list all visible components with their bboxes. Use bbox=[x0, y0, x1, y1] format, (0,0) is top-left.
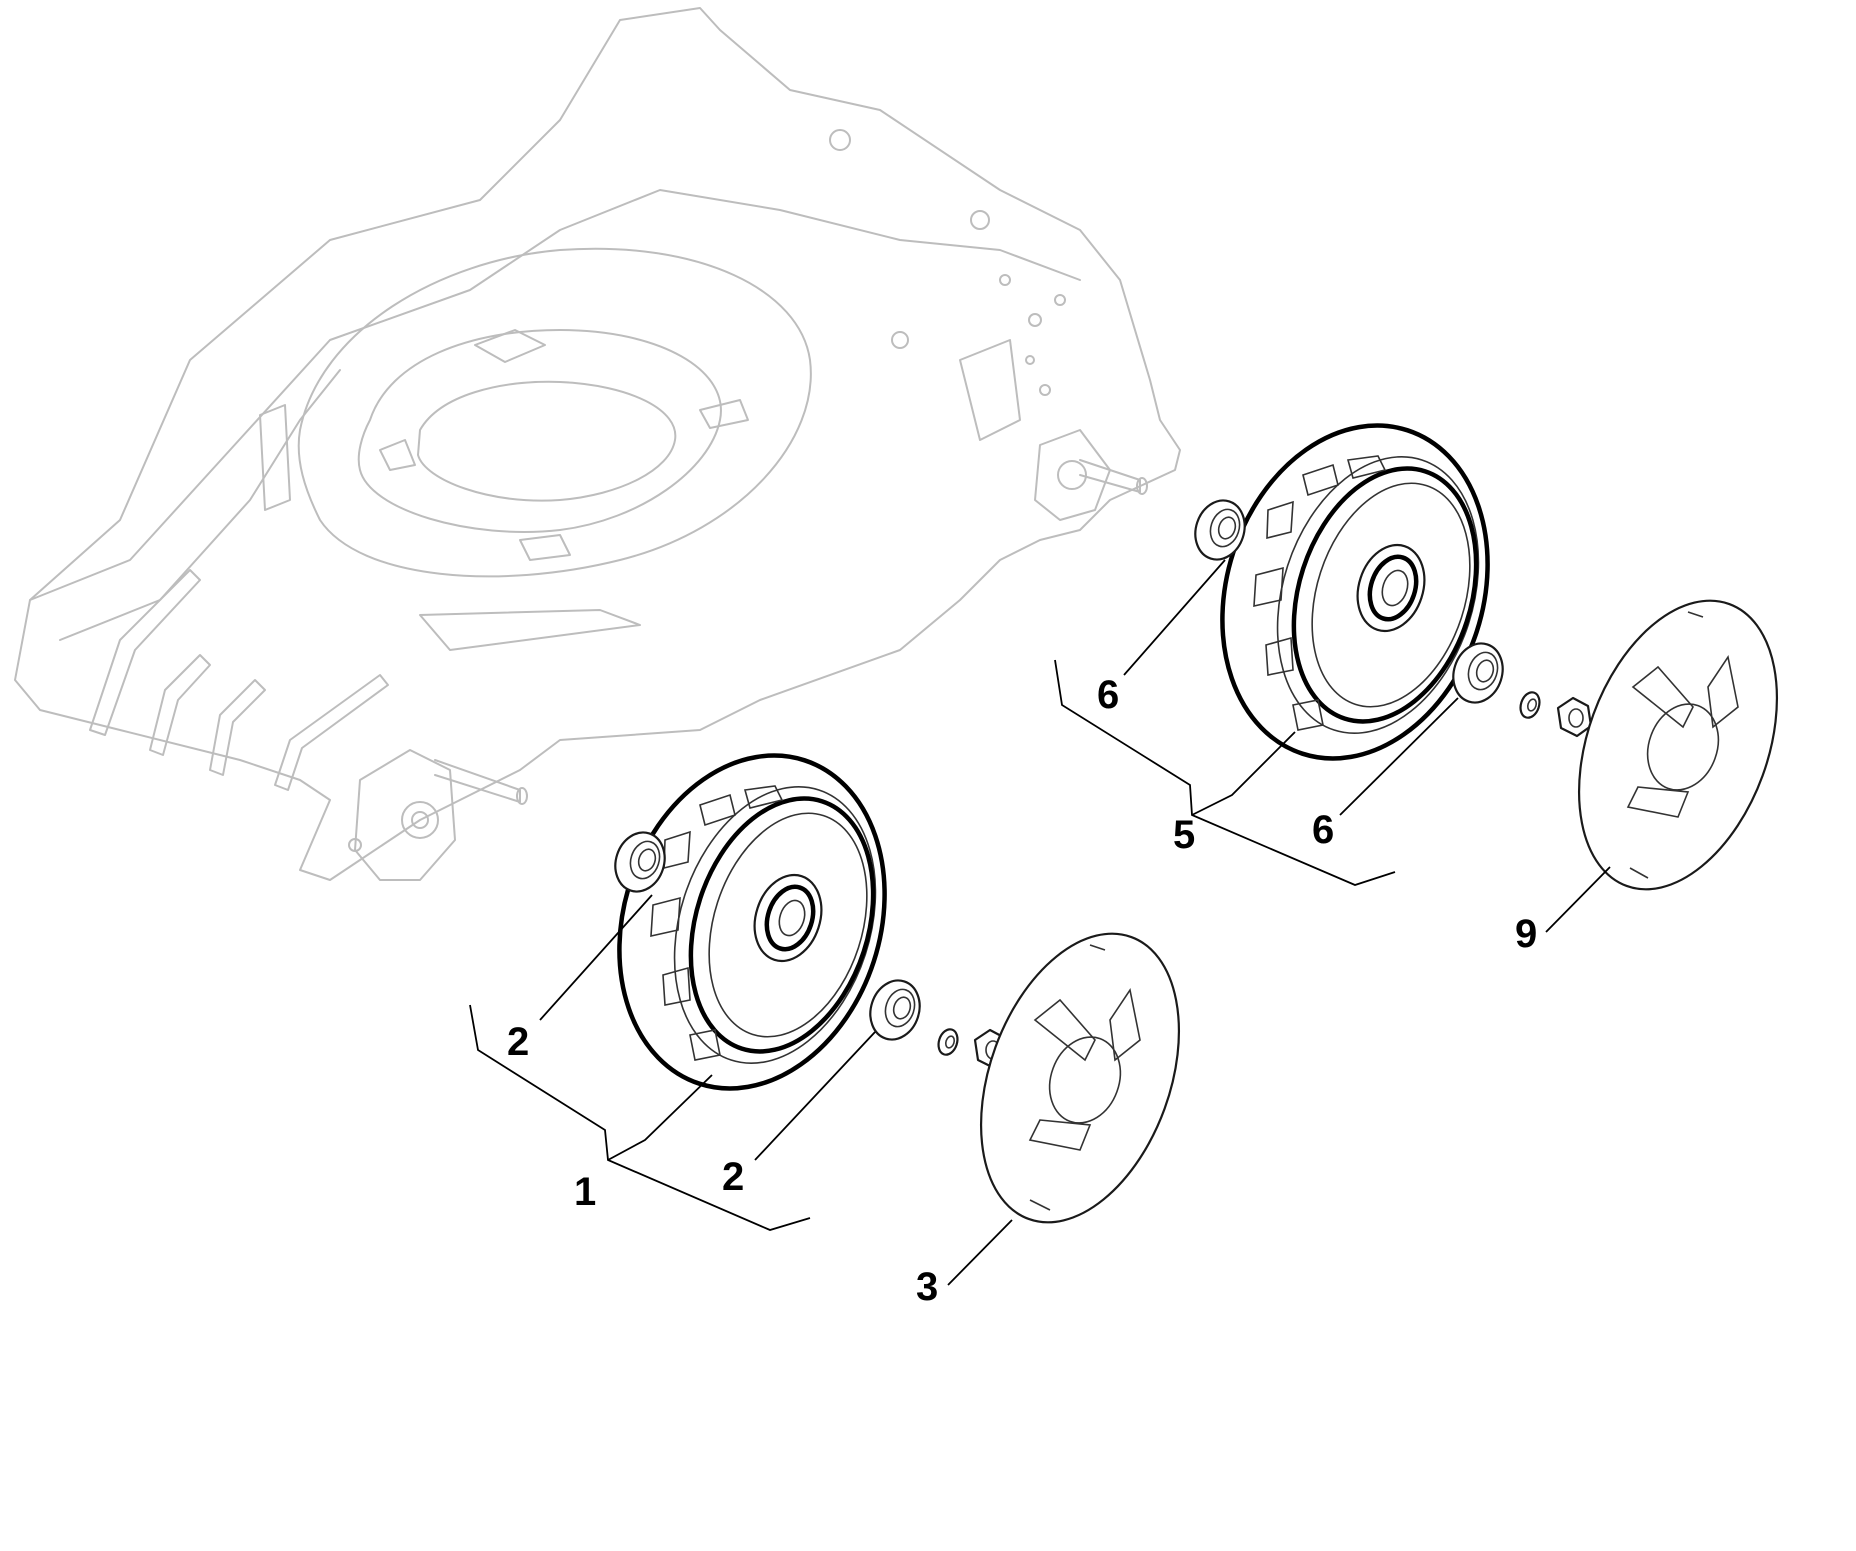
callout-labels: 1 2 2 3 5 6 6 9 bbox=[507, 673, 1537, 1309]
mower-deck bbox=[14, 7, 1181, 881]
callout-bearing-front-inner: 2 bbox=[507, 1020, 529, 1064]
rear-washer bbox=[1519, 691, 1541, 719]
callout-wheel-front: 1 bbox=[574, 1170, 596, 1214]
callout-bearing-front-outer: 2 bbox=[722, 1155, 744, 1199]
callout-wheel-rear: 5 bbox=[1173, 813, 1195, 857]
rear-nut bbox=[1556, 696, 1593, 738]
front-hubcap bbox=[979, 932, 1181, 1224]
front-wheel bbox=[617, 753, 887, 1091]
callout-bearing-rear-outer: 6 bbox=[1312, 808, 1334, 852]
front-inner-bearing bbox=[614, 831, 666, 893]
callout-hubcap-front: 3 bbox=[916, 1265, 938, 1309]
callout-hubcap-rear: 9 bbox=[1515, 912, 1537, 956]
rear-outer-bearing bbox=[1452, 642, 1504, 704]
rear-inner-bearing bbox=[1194, 499, 1246, 561]
rear-hubcap bbox=[1577, 599, 1779, 891]
leader-lines bbox=[469, 559, 1611, 1286]
front-washer bbox=[937, 1028, 959, 1056]
callout-bearing-rear-inner: 6 bbox=[1097, 673, 1119, 717]
rear-wheel bbox=[1220, 423, 1490, 761]
front-outer-bearing bbox=[869, 979, 921, 1041]
